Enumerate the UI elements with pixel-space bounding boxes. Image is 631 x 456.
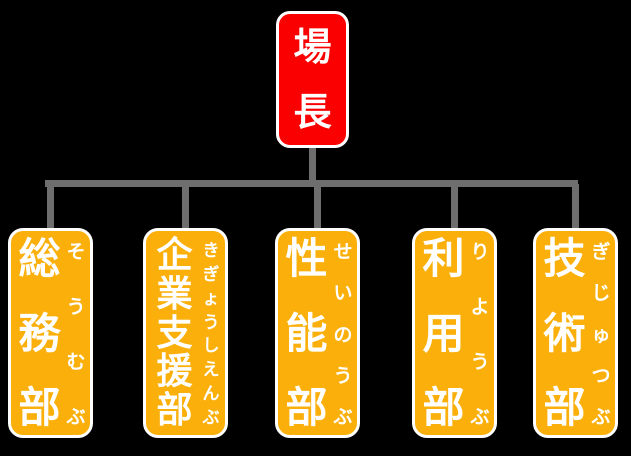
department-furigana: きぎょうしえんぶ — [199, 231, 225, 435]
department-furigana-char: ぶ — [202, 407, 220, 428]
department-label: 利用部 — [415, 231, 468, 435]
department-furigana: ぎじゅつぶ — [589, 231, 615, 435]
org-node-department: 総務部そうむぶ — [8, 228, 93, 438]
director-label: 場長 — [293, 14, 331, 145]
department-furigana: りようぶ — [468, 231, 494, 435]
org-node-department: 性能部せいのうぶ — [275, 228, 360, 438]
connector-drop-vertical — [451, 184, 458, 229]
department-furigana-char: ん — [202, 384, 220, 405]
department-label-char: 業 — [156, 273, 193, 315]
department-label: 性能部 — [278, 231, 331, 435]
department-furigana-char: え — [202, 360, 220, 381]
department-furigana-char: ゅ — [591, 323, 611, 346]
department-label-char: 能 — [285, 308, 328, 358]
department-furigana-char: ぎ — [202, 264, 220, 285]
department-label: 企業支援部 — [146, 231, 199, 435]
department-furigana-char: り — [470, 241, 490, 263]
department-furigana-char: そ — [66, 241, 86, 263]
org-node-department: 利用部りようぶ — [412, 228, 497, 438]
department-label-char: 企 — [156, 235, 193, 276]
department-furigana-char: ぶ — [66, 406, 86, 428]
department-label-char: 利 — [422, 234, 465, 283]
director-label-char: 場 — [293, 24, 332, 69]
department-label: 総務部 — [11, 231, 64, 435]
department-label-char: 用 — [422, 308, 465, 358]
department-label-char: 務 — [18, 308, 61, 358]
department-furigana-char: ぶ — [470, 406, 490, 428]
department-label-char: 性 — [285, 234, 328, 283]
department-furigana-char: つ — [591, 364, 611, 387]
department-furigana-char: う — [202, 312, 220, 333]
department-label-char: 術 — [543, 308, 586, 358]
department-furigana-char: し — [202, 336, 220, 357]
connector-root-vertical — [309, 145, 316, 187]
department-furigana: そうむぶ — [64, 231, 90, 435]
department-furigana-char: う — [66, 296, 86, 318]
department-label-char: 援 — [156, 351, 193, 393]
org-node-department: 企業支援部きぎょうしえんぶ — [143, 228, 228, 438]
connector-horizontal — [45, 180, 578, 187]
org-node-department: 技術部ぎじゅつぶ — [533, 228, 618, 438]
connector-drop-vertical — [47, 184, 54, 229]
department-furigana-char: せ — [333, 241, 353, 263]
department-furigana-char: の — [333, 323, 353, 346]
connector-drop-vertical — [314, 184, 321, 229]
department-label-char: 部 — [156, 390, 193, 431]
department-furigana-char: い — [333, 282, 353, 305]
department-furigana-char: き — [202, 241, 220, 261]
department-furigana-char: う — [333, 364, 353, 387]
org-node-director: 場長 — [276, 11, 349, 148]
department-label-char: 部 — [422, 383, 465, 432]
department-label-char: 支 — [156, 312, 193, 354]
department-furigana-char: よ — [470, 296, 490, 318]
department-label-char: 総 — [18, 234, 61, 283]
department-furigana-char: う — [470, 351, 490, 373]
department-furigana: せいのうぶ — [331, 231, 357, 435]
connector-drop-vertical — [572, 184, 579, 229]
department-furigana-char: じ — [591, 282, 611, 305]
department-label-char: 部 — [18, 383, 61, 432]
department-furigana-char: ょ — [202, 288, 220, 309]
department-label-char: 部 — [543, 383, 586, 432]
department-label-char: 部 — [285, 383, 328, 432]
department-label-char: 技 — [543, 234, 586, 283]
director-label-char: 長 — [293, 90, 332, 135]
department-label: 技術部 — [536, 231, 589, 435]
connector-drop-vertical — [182, 184, 189, 229]
department-furigana-char: ぶ — [333, 406, 353, 428]
department-furigana-char: む — [66, 351, 86, 373]
department-furigana-char: ぎ — [591, 241, 611, 263]
department-furigana-char: ぶ — [591, 406, 611, 428]
